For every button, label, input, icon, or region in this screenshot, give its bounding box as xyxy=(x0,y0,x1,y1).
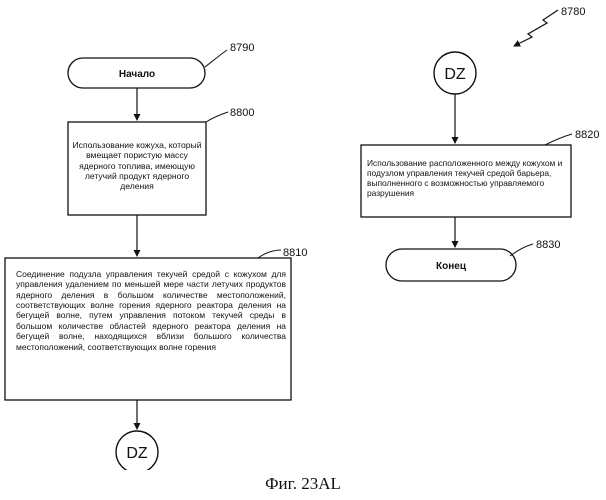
figure-caption: Фиг. 23AL xyxy=(0,474,606,494)
ref-label-8810: 8810 xyxy=(283,247,307,259)
process-text-8800: Использование кожуха, который вмещает по… xyxy=(71,140,203,192)
ref-leader-8810 xyxy=(258,250,281,258)
ref-leader-8800 xyxy=(206,112,228,122)
ref-label-8790: 8790 xyxy=(230,42,254,54)
connector-dz-bottom-label: DZ xyxy=(126,445,148,462)
end-label: Конец xyxy=(436,261,467,272)
ref-leader-8830 xyxy=(510,244,533,256)
ref-leader-8820 xyxy=(545,134,572,145)
ref-leader-8790 xyxy=(205,50,227,67)
ref-label-8820: 8820 xyxy=(575,129,599,141)
ref-label-8800: 8800 xyxy=(230,107,254,119)
ref-label-8780: 8780 xyxy=(561,6,585,18)
flowchart-diagram: 8780 Начало 8790 Использование кожуха, к… xyxy=(0,0,606,470)
process-text-8820: Использование расположенного между кожух… xyxy=(367,158,567,198)
process-text-8810: Соединение подузла управления текучей ср… xyxy=(16,269,286,352)
ref-squiggle-arrow-8780 xyxy=(514,10,558,46)
connector-dz-top-label: DZ xyxy=(444,66,466,83)
start-label: Начало xyxy=(119,69,155,80)
ref-label-8830: 8830 xyxy=(536,239,560,251)
